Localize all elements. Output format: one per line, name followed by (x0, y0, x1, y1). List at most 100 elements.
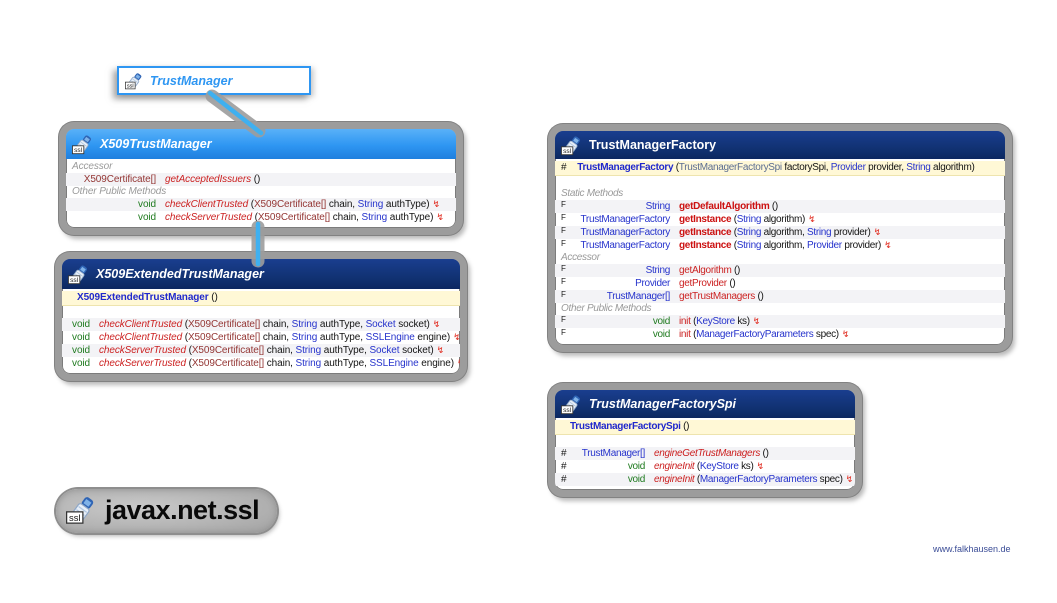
throws-exception-icon: ↯ (436, 345, 445, 355)
return-type: void (72, 358, 90, 369)
modifier-marker: # (561, 162, 567, 173)
return-type: Provider (635, 278, 670, 289)
return-type: TrustManagerFactory (580, 214, 670, 225)
ssl-stamp-icon: ssl (72, 134, 93, 155)
throws-exception-icon: ↯ (873, 227, 882, 237)
throws-exception-icon: ↯ (808, 214, 816, 224)
member-signature: init (KeyStore ks)↯ (679, 316, 761, 327)
return-type: X509Certificate[] (83, 174, 156, 185)
ssl-stamp-icon: ssl (68, 264, 89, 285)
throws-exception-icon: ↯ (436, 212, 444, 222)
package-label: ssl javax.net.ssl (56, 489, 278, 533)
member-signature: getDefaultAlgorithm () (679, 201, 778, 212)
return-type: void (627, 474, 645, 485)
member-list: X509ExtendedTrustManager () void checkClie… (62, 289, 460, 374)
return-type: TrustManager[] (581, 448, 646, 459)
member-section-label: Other Public Methods (72, 186, 167, 197)
ssl-stamp-icon: ssl (561, 394, 582, 415)
return-type: void (138, 212, 156, 223)
throws-exception-icon: ↯ (756, 461, 765, 471)
member-section-label: Other Public Methods (561, 303, 652, 314)
modifier-marker: F (561, 213, 566, 222)
member-signature: checkClientTrusted (X509Certificate[] ch… (99, 319, 441, 330)
svg-text:ssl: ssl (74, 147, 83, 154)
modifier-marker: # (561, 474, 567, 485)
modifier-marker: F (561, 226, 566, 235)
member-row: F Provider getProvider () (555, 277, 1005, 290)
return-type: void (72, 332, 90, 343)
member-signature: TrustManagerFactory (TrustManagerFactory… (577, 162, 975, 173)
class-box-trust-manager-factory-spi: ssl TrustManagerFactorySpi TrustManagerF… (548, 383, 862, 497)
modifier-marker: F (561, 277, 566, 286)
ssl-stamp-icon: ssl (561, 135, 582, 156)
ssl-stamp-icon: ssl (125, 72, 143, 90)
svg-text:ssl: ssl (70, 277, 79, 284)
member-signature: engineGetTrustManagers () (654, 448, 769, 459)
throws-exception-icon: ↯ (456, 358, 465, 368)
member-signature: checkClientTrusted (X509Certificate[] ch… (99, 332, 461, 343)
member-signature: getAlgorithm () (679, 265, 741, 276)
class-title: TrustManagerFactory (589, 138, 717, 152)
spacer-row (555, 435, 855, 447)
member-signature: getInstance (String algorithm, Provider … (679, 240, 892, 251)
return-type: TrustManager[] (606, 291, 671, 302)
member-signature: getInstance (String algorithm, String pr… (679, 227, 882, 238)
svg-text:ssl: ssl (563, 148, 572, 155)
member-signature: engineInit (KeyStore ks)↯ (654, 461, 765, 472)
member-row: F String getDefaultAlgorithm () (555, 200, 1005, 213)
member-row: void checkClientTrusted (X509Certificate[… (62, 331, 460, 344)
class-title: X509TrustManager (100, 137, 212, 151)
return-type: String (645, 201, 671, 212)
class-title: TrustManager (150, 73, 233, 88)
svg-text:ssl: ssl (563, 407, 572, 414)
member-section-label: Accessor (72, 161, 113, 172)
throws-exception-icon: ↯ (841, 329, 850, 339)
member-signature: getTrustManagers () (679, 291, 764, 302)
member-list: TrustManagerFactorySpi ()#TrustManager[]… (555, 418, 855, 490)
throws-exception-icon: ↯ (432, 199, 440, 209)
svg-text:ssl: ssl (69, 513, 80, 523)
member-row: X509Certificate[]getAcceptedIssuers () (66, 173, 456, 186)
modifier-marker: # (561, 461, 567, 472)
class-box-x509-extended-trust-manager: ssl X509ExtendedTrustManager X509Extende… (55, 252, 467, 381)
return-type: TrustManagerFactory (580, 227, 670, 238)
member-row: #TrustManager[]engineGetTrustManagers () (555, 447, 855, 460)
return-type: void (72, 345, 90, 356)
member-signature: getInstance (String algorithm)↯ (679, 214, 816, 225)
constructor-row: # TrustManagerFactory (TrustManagerFactor… (555, 161, 1005, 176)
throws-exception-icon: ↯ (453, 332, 461, 342)
ssl-stamp-icon: ssl (66, 495, 96, 525)
class-header: ssl X509TrustManager (66, 129, 456, 159)
modifier-marker: F (561, 290, 566, 299)
member-signature: getProvider () (679, 278, 736, 289)
return-type: TrustManagerFactory (580, 240, 670, 251)
class-box-trust-manager: ssl TrustManager (117, 66, 311, 95)
throws-exception-icon: ↯ (432, 319, 441, 329)
class-header: ssl X509ExtendedTrustManager (62, 259, 460, 289)
svg-text:ssl: ssl (127, 83, 134, 89)
modifier-marker: F (561, 200, 566, 209)
throws-exception-icon: ↯ (845, 474, 854, 484)
modifier-marker: F (561, 328, 566, 337)
class-header: ssl TrustManagerFactorySpi (555, 390, 855, 418)
member-signature: X509ExtendedTrustManager () (77, 292, 218, 303)
class-title: TrustManagerFactorySpi (589, 397, 737, 411)
spacer-row (62, 306, 460, 318)
member-row: F TrustManagerFactory getInstance (String … (555, 226, 1005, 239)
watermark-link[interactable]: www.falkhausen.de (933, 544, 1011, 554)
throws-exception-icon: ↯ (752, 316, 761, 326)
class-title: X509ExtendedTrustManager (96, 267, 264, 281)
member-list: # TrustManagerFactory (TrustManagerFactor… (555, 159, 1005, 345)
return-type: void (652, 329, 670, 340)
member-row: void checkServerTrusted (X509Certificate[… (62, 344, 460, 357)
member-signature: checkServerTrusted (X509Certificate[] ch… (99, 345, 445, 356)
modifier-marker: F (561, 264, 566, 273)
